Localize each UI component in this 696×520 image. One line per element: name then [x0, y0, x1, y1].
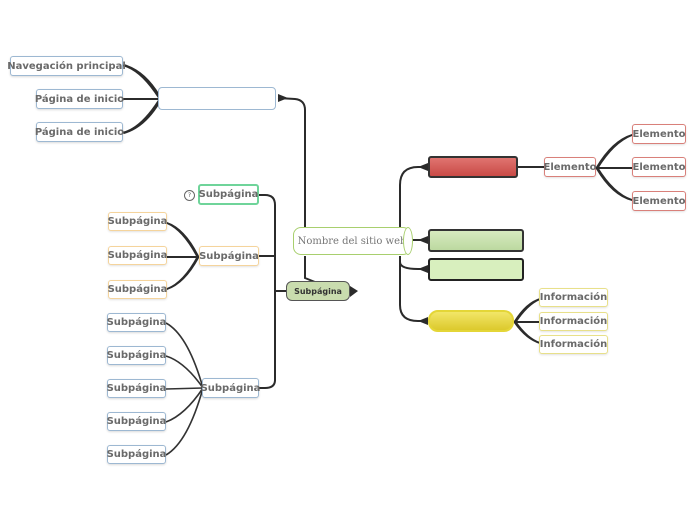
- navigation-bar-node[interactable]: [158, 87, 276, 110]
- node-label: Elemento: [543, 161, 597, 173]
- node-pagina-inicio-1[interactable]: Página de inicio: [34, 89, 125, 109]
- fan-nav-mid: [122, 98, 158, 100]
- connector-central-bottom: [304, 256, 316, 283]
- central-label: Nombre del sitio web: [297, 235, 407, 247]
- node-elemento-parent[interactable]: Elemento: [543, 157, 597, 177]
- node-subpagina-orange[interactable]: Subpágina: [199, 246, 259, 266]
- node-subpagina-blue-child-3[interactable]: Subpágina: [107, 379, 166, 398]
- node-label: Subpágina: [106, 449, 167, 460]
- node-label: Elemento: [632, 195, 686, 207]
- node-label: Navegación principal: [7, 60, 126, 72]
- node-label: Información: [539, 292, 608, 303]
- fan-yellow-2: [514, 321, 540, 323]
- connector-right-trunk: [399, 166, 428, 240]
- red-bar-node[interactable]: [428, 156, 518, 178]
- node-label: Subpágina: [106, 383, 167, 394]
- connector-central-top: [277, 97, 306, 240]
- node-subpagina-orange-child-3[interactable]: Subpágina: [108, 280, 167, 299]
- node-informacion-3[interactable]: Información: [539, 335, 608, 354]
- node-label: Subpágina: [200, 382, 261, 394]
- node-subpagina-orange-child-2[interactable]: Subpágina: [108, 246, 167, 265]
- node-label: Subpágina: [107, 216, 168, 227]
- fan-blue-3: [165, 387, 204, 390]
- node-label: Subpágina: [198, 189, 259, 200]
- fan-blue-2: [165, 355, 204, 389]
- node-pagina-inicio-2[interactable]: Página de inicio: [34, 122, 125, 142]
- fan-red-1: [596, 134, 632, 169]
- fan-orange-1: [167, 222, 199, 258]
- arrow-yellow: [418, 317, 428, 325]
- fan-blue-4: [165, 387, 204, 423]
- yellow-bar-node[interactable]: [428, 310, 514, 332]
- node-informacion-1[interactable]: Información: [539, 288, 608, 307]
- node-label: Página de inicio: [34, 93, 125, 105]
- node-subpagina-blue-child-5[interactable]: Subpágina: [107, 445, 166, 464]
- fan-nav-low: [122, 100, 160, 134]
- node-elemento-leaf-2[interactable]: Elemento: [632, 157, 686, 177]
- light-green-bar-node[interactable]: [428, 258, 524, 281]
- node-label: Subpágina: [106, 317, 167, 328]
- arrow-subpagina: [350, 286, 358, 297]
- node-subpagina-blue-child-1[interactable]: Subpágina: [107, 313, 166, 332]
- node-label: Subpágina: [106, 416, 167, 427]
- fan-red-3: [596, 167, 632, 201]
- connector-right-yellow: [399, 256, 428, 322]
- node-label: Subpágina: [294, 286, 342, 296]
- connector-left-green: [259, 194, 276, 206]
- node-subpagina-blue[interactable]: Subpágina: [200, 378, 261, 398]
- node-label: Elemento: [632, 161, 686, 173]
- green-bar-node[interactable]: [428, 229, 524, 252]
- node-label: Información: [539, 339, 608, 350]
- node-label: Información: [539, 316, 608, 327]
- node-navegacion-principal[interactable]: Navegación principal: [7, 56, 126, 76]
- arrow-red: [418, 163, 428, 171]
- fan-yellow-3: [514, 321, 540, 344]
- node-label: Elemento: [632, 128, 686, 140]
- fan-blue-1: [165, 322, 204, 389]
- fan-blue-5: [165, 387, 204, 456]
- fan-orange-3: [167, 256, 199, 290]
- help-badge-icon[interactable]: ?: [184, 190, 195, 201]
- subpagina-center-node[interactable]: Subpágina: [286, 281, 350, 301]
- fan-orange-2: [167, 256, 199, 258]
- node-subpagina-blue-child-4[interactable]: Subpágina: [107, 412, 166, 431]
- node-label: Subpágina: [199, 250, 259, 262]
- node-label: Página de inicio: [34, 126, 125, 138]
- connector-left-trunk: [259, 205, 286, 389]
- node-subpagina-green[interactable]: Subpágina: [198, 184, 259, 205]
- node-subpagina-orange-child-1[interactable]: Subpágina: [108, 212, 167, 231]
- node-label: Subpágina: [106, 350, 167, 361]
- central-node[interactable]: Nombre del sitio web: [293, 227, 411, 255]
- fan-nav: [122, 64, 160, 98]
- node-elemento-leaf-1[interactable]: Elemento: [632, 124, 686, 144]
- central-node-cap: [403, 227, 413, 255]
- fan-yellow-1: [514, 298, 540, 323]
- node-label: Subpágina: [107, 284, 168, 295]
- arrow-lgreen: [418, 265, 428, 273]
- arrow-nav: [278, 94, 288, 102]
- node-label: Subpágina: [107, 250, 168, 261]
- node-subpagina-blue-child-2[interactable]: Subpágina: [107, 346, 166, 365]
- fan-red-2: [596, 167, 632, 169]
- arrow-green: [418, 236, 428, 244]
- node-informacion-2[interactable]: Información: [539, 312, 608, 331]
- node-elemento-leaf-3[interactable]: Elemento: [632, 191, 686, 211]
